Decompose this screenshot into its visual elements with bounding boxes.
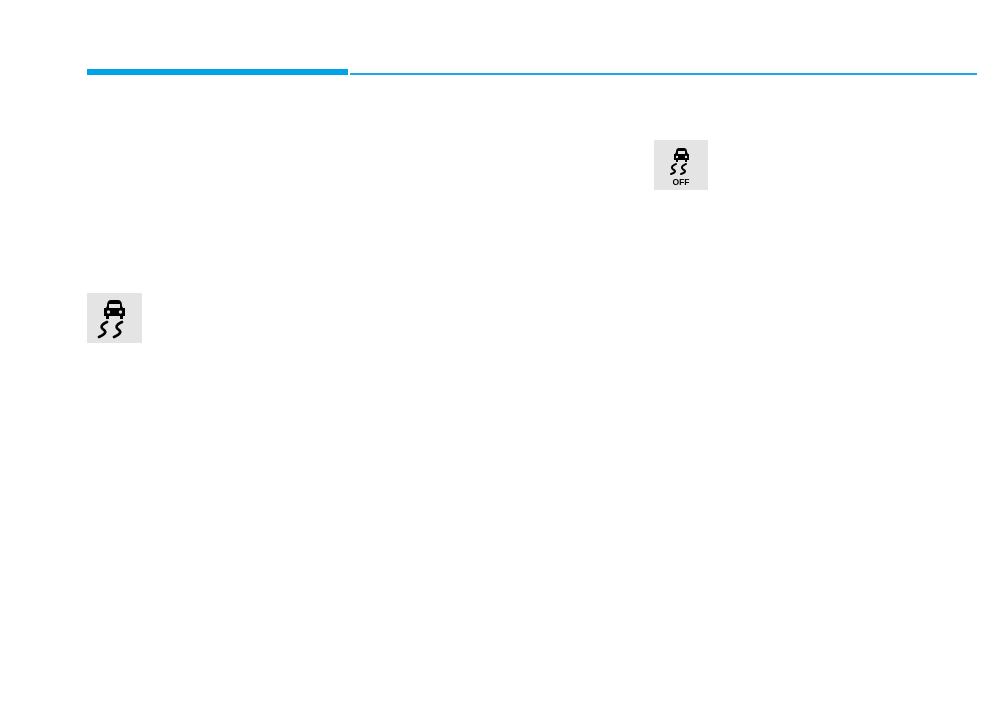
- esc-off-label: OFF: [673, 177, 690, 187]
- section-header-bar: [87, 69, 348, 75]
- section-header-line: [350, 73, 977, 75]
- esc-indicator-icon: [87, 293, 142, 343]
- esc-off-indicator-icon: OFF: [654, 140, 708, 190]
